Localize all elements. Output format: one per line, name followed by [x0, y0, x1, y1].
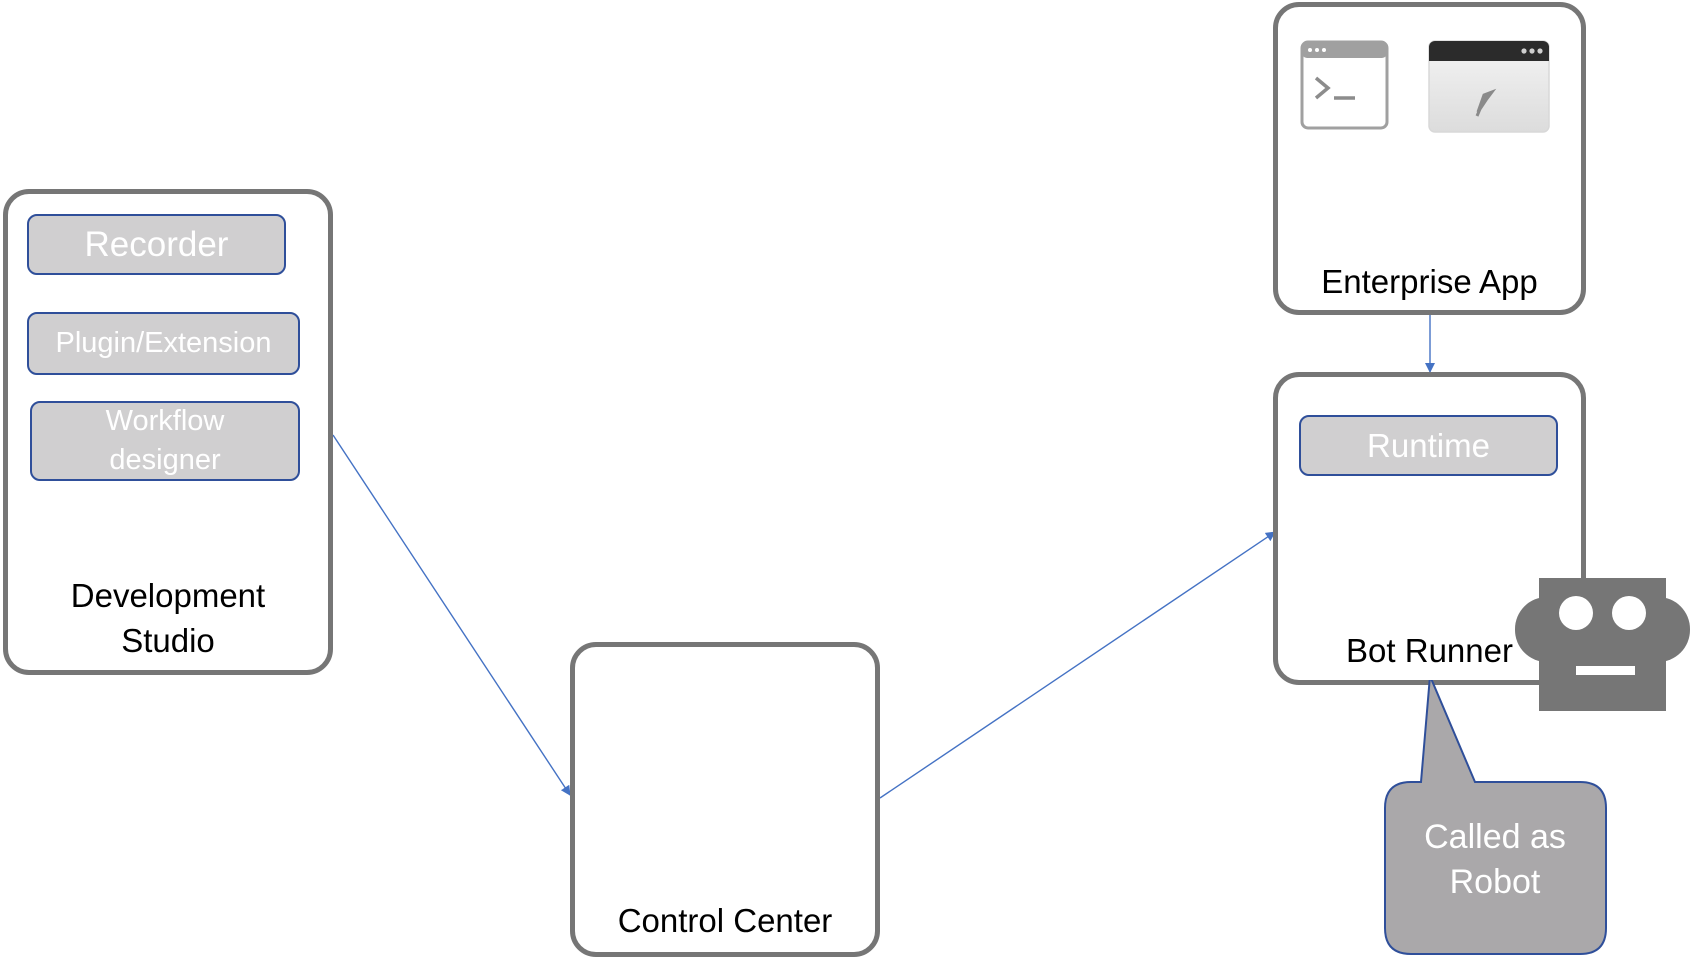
callout-text: Called as Robot	[1424, 818, 1566, 901]
robot-icon	[1515, 578, 1690, 711]
development-studio-label: Development Studio	[70, 577, 266, 659]
runtime-module[interactable]: Runtime	[1299, 415, 1558, 476]
called-as-robot-callout	[1384, 680, 1607, 955]
workflow-designer-module[interactable]: Workflow designer	[30, 401, 300, 481]
edge-studio-to-control-center	[332, 434, 571, 796]
edge-control-center-to-bot-runner	[879, 531, 1276, 799]
recorder-module[interactable]: Recorder	[27, 214, 286, 275]
browser-window-icon	[1428, 40, 1550, 133]
control-center-node[interactable]: Control Center	[570, 642, 880, 957]
plugin-extension-module[interactable]: Plugin/Extension	[27, 312, 300, 375]
control-center-label: Control Center	[617, 902, 833, 939]
bot-runner-label: Bot Runner	[1346, 632, 1513, 669]
enterprise-app-label: Enterprise App	[1321, 263, 1538, 300]
terminal-window-icon	[1300, 40, 1389, 130]
